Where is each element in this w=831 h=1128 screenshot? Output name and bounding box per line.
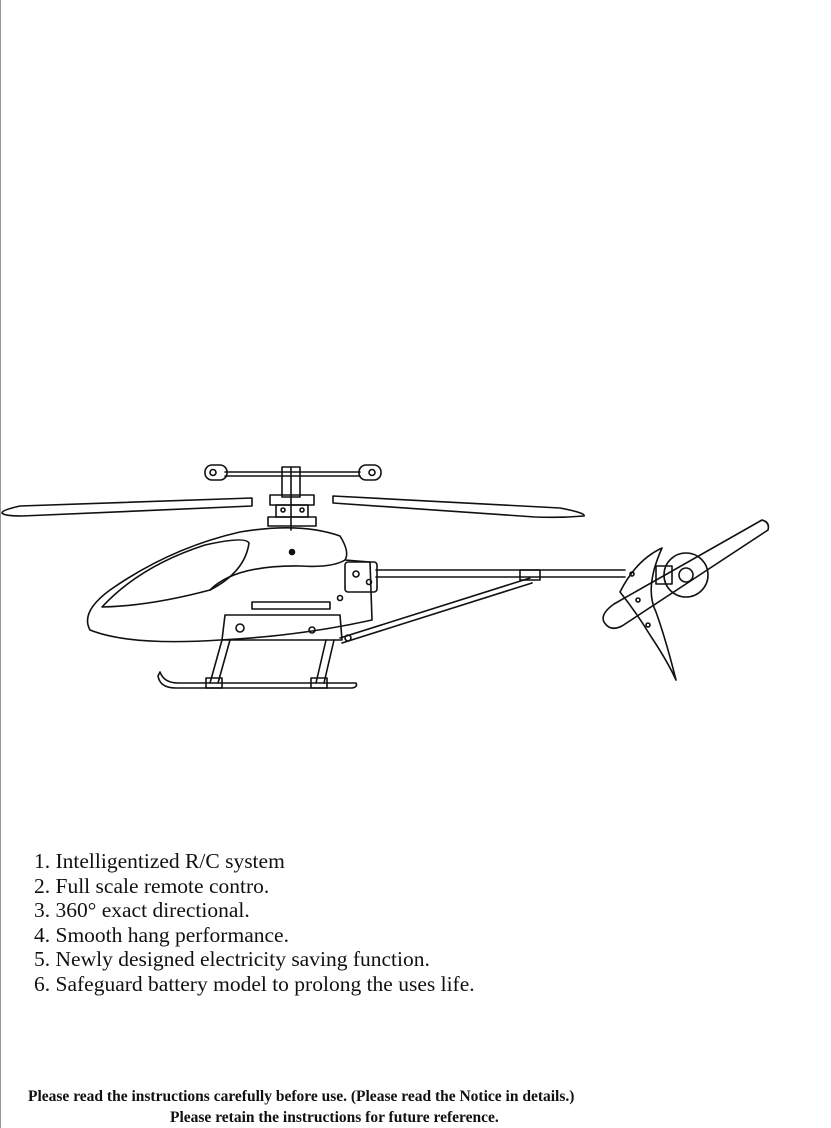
helicopter-illustration — [1, 464, 770, 689]
retain-instructions-notice: Please retain the instructions for futur… — [170, 1109, 499, 1126]
tail-fin — [619, 547, 677, 681]
landing-skids — [157, 639, 358, 689]
tail-rotor — [602, 519, 770, 630]
feature-item-6: 6. Safeguard battery model to prolong th… — [34, 971, 475, 996]
feature-list: 1. Intelligentized R/C system 2. Full sc… — [34, 849, 475, 997]
feature-item-5: 5. Newly designed electricity saving fun… — [34, 947, 430, 972]
feature-item-3: 3. 360° exact directional. — [34, 898, 250, 923]
rotor-head — [267, 466, 317, 531]
canopy — [86, 527, 373, 643]
flybar — [204, 464, 382, 481]
main-rotor-blades — [1, 495, 585, 519]
feature-item-4: 4. Smooth hang performance. — [34, 922, 289, 947]
frame — [221, 561, 378, 641]
read-instructions-notice: Please read the instructions carefully b… — [28, 1088, 575, 1105]
page-left-edge — [0, 0, 1, 1128]
feature-item-1: 1. Intelligentized R/C system — [34, 849, 285, 873]
feature-item-2: 2. Full scale remote contro. — [34, 873, 270, 898]
tail-boom — [339, 569, 626, 644]
